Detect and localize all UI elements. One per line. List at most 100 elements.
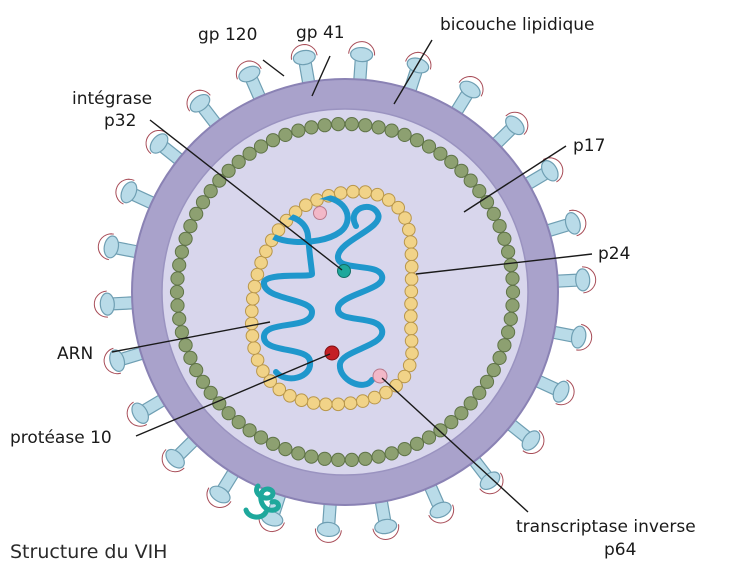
p17-bead <box>487 207 500 220</box>
p17-bead <box>493 220 506 233</box>
p24-bead <box>399 212 412 225</box>
p17-bead <box>305 450 318 463</box>
p17-bead <box>502 245 515 258</box>
p17-bead <box>434 147 447 160</box>
label-gp120: gp 120 <box>198 25 257 45</box>
p24-bead <box>344 397 357 410</box>
p17-bead <box>173 259 186 272</box>
p24-bead <box>320 398 333 411</box>
p24-bead <box>300 199 313 212</box>
p17-bead <box>345 118 358 131</box>
p17-bead <box>473 185 486 198</box>
p24-bead <box>248 342 261 355</box>
p17-bead <box>359 119 372 132</box>
p24-bead <box>403 223 416 236</box>
p17-bead <box>292 447 305 460</box>
p24-bead <box>368 391 381 404</box>
p17-bead <box>318 119 331 132</box>
p17-bead <box>345 453 358 466</box>
p24-bead <box>248 280 261 293</box>
gp41-head <box>350 47 373 63</box>
p17-bead <box>372 450 385 463</box>
label-p24: p24 <box>598 244 630 264</box>
label-bicouche-lipidique: bicouche lipidique <box>440 15 595 35</box>
p24-bead <box>405 322 418 335</box>
p17-bead <box>196 196 209 209</box>
p17-bead <box>480 375 493 388</box>
label-transcriptase-inverse: transcriptase inverse <box>516 517 696 537</box>
virion-interior <box>162 109 528 475</box>
label-transcriptase-p64: p64 <box>604 540 636 560</box>
protease-bead <box>325 346 339 360</box>
p17-bead <box>464 174 477 187</box>
p24-bead <box>245 317 258 330</box>
p17-bead <box>506 285 519 298</box>
p17-bead <box>332 118 345 131</box>
p17-bead <box>190 207 203 220</box>
p24-bead <box>359 186 372 199</box>
gp41-head <box>570 325 588 349</box>
p24-bead <box>404 236 417 249</box>
gp41-head <box>575 269 590 292</box>
p17-bead <box>372 121 385 134</box>
p17-bead <box>170 285 183 298</box>
gp41-head <box>374 518 398 536</box>
p17-bead <box>359 452 372 465</box>
p24-bead <box>347 185 360 198</box>
gp41-head <box>100 293 115 316</box>
p17-bead <box>498 339 511 352</box>
p17-bead <box>175 326 188 339</box>
p24-bead <box>295 394 308 407</box>
p17-bead <box>410 134 423 147</box>
p17-bead <box>385 447 398 460</box>
p24-bead <box>356 395 369 408</box>
p17-bead <box>175 245 188 258</box>
p17-bead <box>504 312 517 325</box>
p24-bead <box>307 397 320 410</box>
p24-bead <box>380 386 393 399</box>
p24-bead <box>371 188 384 201</box>
leader-gp120 <box>263 60 284 76</box>
p17-bead <box>232 155 245 168</box>
gp41-head <box>292 49 316 67</box>
label-integrase: intégrase <box>72 89 152 109</box>
p17-bead <box>385 124 398 137</box>
p17-bead <box>422 140 435 153</box>
p17-bead <box>506 272 519 285</box>
bound-protein-glyph <box>246 486 278 517</box>
p17-bead <box>266 437 279 450</box>
p17-bead <box>279 443 292 456</box>
p17-bead <box>184 351 197 364</box>
p17-bead <box>190 364 203 377</box>
gp41-head <box>102 235 120 259</box>
p17-bead <box>410 437 423 450</box>
gp41-head <box>317 522 340 538</box>
p17-bead <box>204 185 217 198</box>
transcriptase-bead-top <box>314 207 327 220</box>
p17-bead <box>179 339 192 352</box>
p17-bead <box>422 431 435 444</box>
p17-bead <box>305 121 318 134</box>
p17-bead <box>243 424 256 437</box>
p17-bead <box>506 299 519 312</box>
p17-bead <box>487 364 500 377</box>
p17-bead <box>204 386 217 399</box>
p24-bead <box>311 194 324 207</box>
p24-bead <box>405 335 418 348</box>
p24-bead <box>405 248 418 261</box>
p17-bead <box>179 232 192 245</box>
p17-bead <box>398 443 411 456</box>
p24-bead <box>247 293 260 306</box>
p17-bead <box>171 272 184 285</box>
label-integrase-p32: p32 <box>104 111 136 131</box>
p17-bead <box>184 220 197 233</box>
p17-bead <box>292 124 305 137</box>
p24-bead <box>251 268 264 281</box>
label-arn: ARN <box>57 344 93 364</box>
p17-bead <box>498 232 511 245</box>
p17-bead <box>502 326 515 339</box>
p24-bead <box>405 310 418 323</box>
p17-bead <box>332 453 345 466</box>
